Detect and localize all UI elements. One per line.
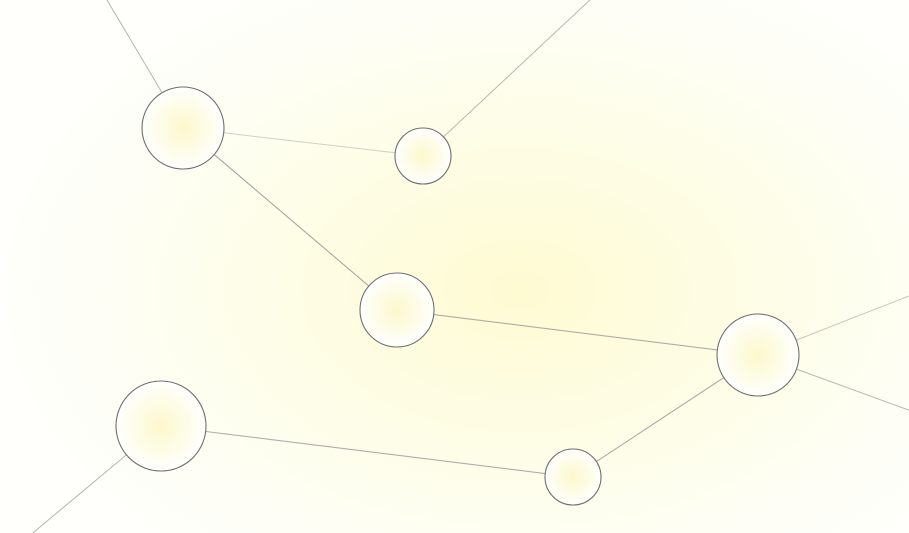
edge-n1-n3 [213, 154, 370, 287]
edge-n4-n6 [595, 377, 725, 463]
node-n4[interactable] [716, 313, 800, 397]
edge-n1-offscreen-top-left [106, 0, 163, 94]
node-n6[interactable] [544, 448, 602, 506]
edge-n2-offscreen-top-right [443, 0, 591, 138]
edge-n5-offscreen-bottom-left [32, 454, 127, 533]
node-n3[interactable] [359, 272, 435, 348]
edge-n4-offscreen-right-lower [796, 368, 909, 411]
edge-n4-offscreen-right-upper [795, 295, 909, 341]
edge-n3-n4 [433, 314, 718, 351]
edge-n1-n2 [223, 132, 396, 154]
nodes-layer [115, 86, 800, 506]
node-n1[interactable] [141, 86, 225, 170]
node-n5[interactable] [115, 380, 207, 472]
node-n2[interactable] [394, 127, 452, 185]
edge-n5-n6 [205, 430, 546, 475]
edges-layer [32, 0, 909, 533]
